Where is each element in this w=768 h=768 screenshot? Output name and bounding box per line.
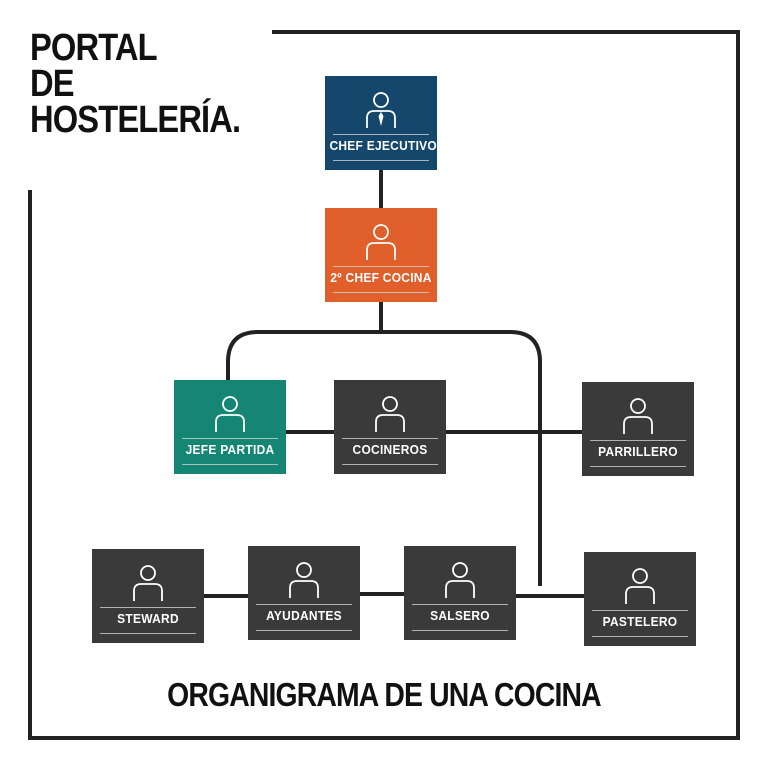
node-label: PARRILLERO [598,444,678,459]
node-label: STEWARD [117,611,179,626]
node-jefe-partida: JEFE PARTIDA [174,380,286,474]
brand-line-1: PORTAL [30,27,158,69]
node-label: AYUDANTES [266,608,342,623]
node-label: CHEF EJECUTIVO [329,138,438,153]
node-pastelero: PASTELERO [584,552,696,646]
person-icon [366,224,396,260]
person-icon [625,568,655,604]
person-icon [445,562,475,598]
node-parrillero: PARRILLERO [582,382,694,476]
brand-logo: PORTAL DE HOSTELERÍA. [30,27,241,141]
node-segundo-chef: 2º CHEF COCINA [325,208,437,302]
node-ayudantes: AYUDANTES [248,546,360,640]
frame-border [28,30,740,740]
node-cocineros: COCINEROS [334,380,446,474]
diagram-title: ORGANIGRAMA DE UNA COCINA [167,676,601,713]
node-steward: STEWARD [92,549,204,643]
node-label: COCINEROS [352,442,428,457]
brand-line-2: DE [30,63,75,105]
person-icon [375,396,405,432]
node-salsero: SALSERO [404,546,516,640]
branch-arc [226,330,542,586]
node-chef-ejecutivo: CHEF EJECUTIVO [325,76,437,170]
brand-line-3: HOSTELERÍA. [30,99,241,141]
person-icon [215,396,245,432]
node-label: PASTELERO [602,614,678,629]
person-icon [289,562,319,598]
person-with-tie-icon [366,92,396,128]
node-label: SALSERO [430,608,490,623]
person-icon [623,398,653,434]
person-icon [133,565,163,601]
node-label: JEFE PARTIDA [185,442,275,457]
node-label: 2º CHEF COCINA [330,270,432,285]
